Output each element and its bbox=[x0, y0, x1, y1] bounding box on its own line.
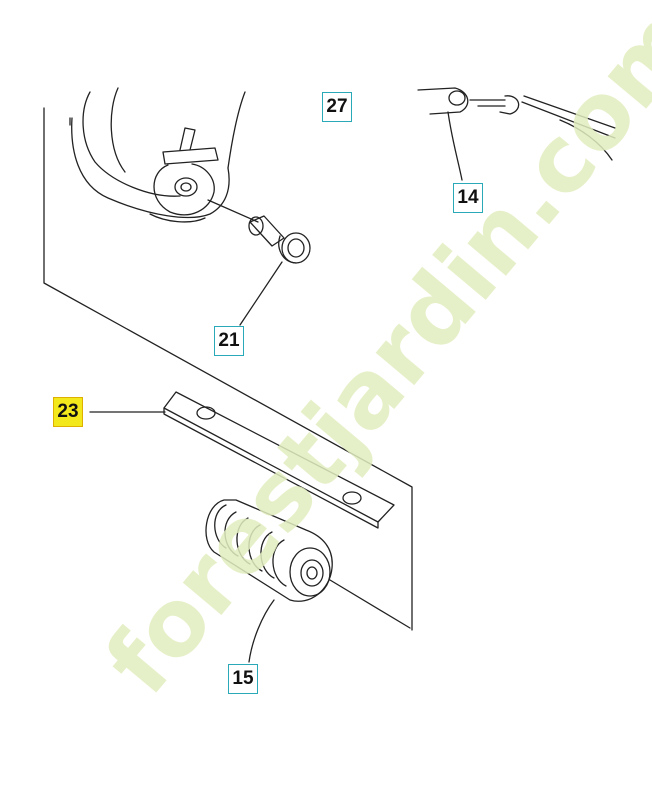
reference-plane-outline bbox=[43, 107, 413, 631]
plate-part-23 bbox=[163, 391, 395, 529]
housing-part bbox=[71, 87, 246, 223]
leader-line-15 bbox=[248, 599, 275, 663]
screw-part-21 bbox=[248, 215, 311, 264]
watermark-text: forestjardin.com bbox=[85, 0, 652, 714]
callout-15[interactable]: 15 bbox=[228, 664, 258, 694]
leader-line-21 bbox=[239, 261, 283, 326]
callout-14[interactable]: 14 bbox=[453, 183, 483, 213]
watermark-logo: forestjardin.com bbox=[85, 0, 652, 714]
callout-27[interactable]: 27 bbox=[322, 92, 352, 122]
spring-part-15 bbox=[205, 499, 411, 629]
lever-part-14 bbox=[417, 87, 616, 161]
callout-21[interactable]: 21 bbox=[214, 326, 244, 356]
screw-axis-line bbox=[207, 199, 259, 223]
callout-23-highlighted[interactable]: 23 bbox=[53, 397, 83, 427]
leader-line-14 bbox=[447, 111, 463, 181]
